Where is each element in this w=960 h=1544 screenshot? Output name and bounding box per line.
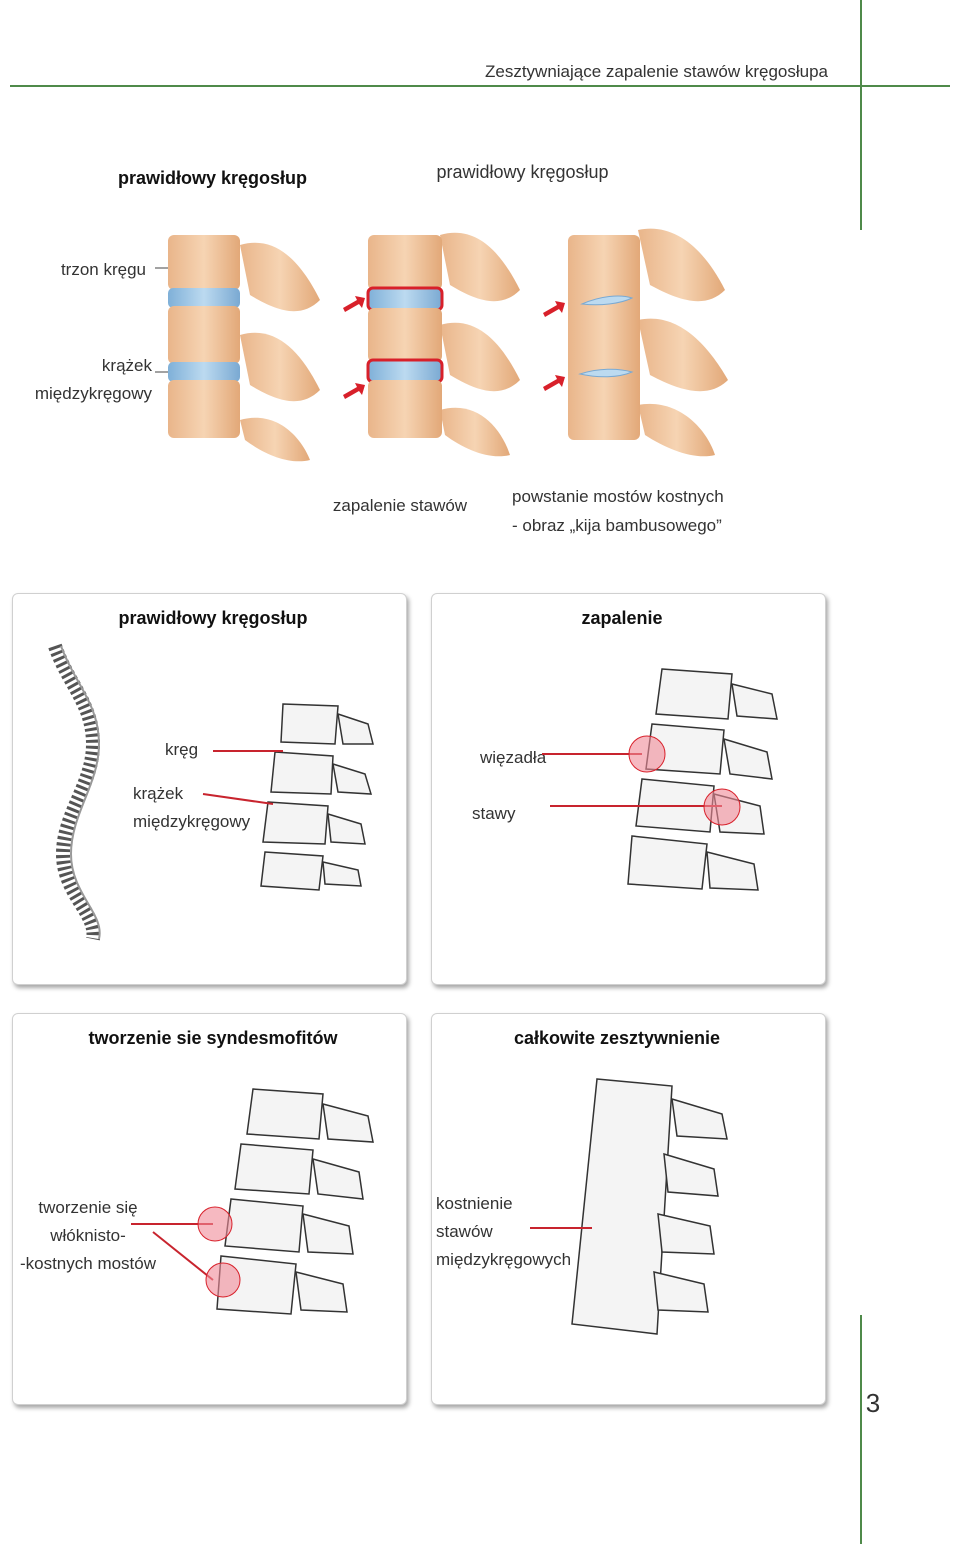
spine-sketch [48,643,374,941]
panel-title: zapalenie [581,608,663,628]
label-joints: stawy [472,804,516,823]
panel-title: prawidłowy kręgosłup [118,608,308,628]
label-ligaments: więzadła [480,748,547,767]
label-vertebra: kręg [165,740,199,759]
syndesmophyte-sketch [131,1088,374,1315]
header-rule [10,85,950,87]
inflamed-lumbar-sketch [542,668,778,891]
label-bridges-line2: włóknisto- [50,1226,126,1245]
label-ossification-line1: kostnienie [436,1194,513,1213]
label-disc-line1: krążek [101,356,152,375]
label-ossification-line3: międzykręgowych [436,1250,572,1269]
label-bridges-line3: -kostnych mostów [19,1254,157,1273]
page-number: 3 [865,1388,881,1418]
panel-inflammation: zapalenie więzadła stawy [431,593,826,985]
caption-bridges-line2: - obraz „kija bambusowego” [512,516,722,535]
spine-segments-illustration [155,228,728,462]
label-bridges-line1: tworzenie się [38,1198,138,1217]
label-vertebral-body: trzon kręgu [60,260,146,279]
inflammation-arrows [343,296,565,399]
panel-title: całkowite zesztywnienie [513,1028,721,1048]
bamboo-segment [568,228,728,457]
inflamed-segment [366,232,520,457]
label-disc-line2: międzykręgowy [34,384,152,403]
caption-bridges-line1: powstanie mostów kostnych [512,487,724,506]
panel-title: tworzenie sie syndesmofitów [88,1028,338,1048]
right-margin-rule-top [860,0,862,230]
right-margin-rule-bottom [860,1315,862,1544]
label-disc-line1: krążek [133,784,184,803]
panel-normal-spine: prawidłowy kręgosłup kręg krążek międzyk… [12,593,407,985]
label-disc-line2: międzykręgowy [133,812,251,831]
normal-segment [168,235,320,462]
top-col1-title: prawidłowy kręgosłup [117,168,308,188]
caption-inflammation: zapalenie stawów [332,496,468,515]
label-ossification-line2: stawów [436,1222,493,1241]
fused-spine-sketch [530,1078,728,1335]
top-col2-title: prawidłowy kręgosłup [436,162,609,182]
running-title: Zesztywniające zapalenie stawów kręgosłu… [484,62,828,81]
panel-full-fusion: całkowite zesztywnienie kostnienie stawó… [431,1013,826,1405]
panel-syndesmophytes: tworzenie sie syndesmofitów tworzenie si… [12,1013,407,1405]
